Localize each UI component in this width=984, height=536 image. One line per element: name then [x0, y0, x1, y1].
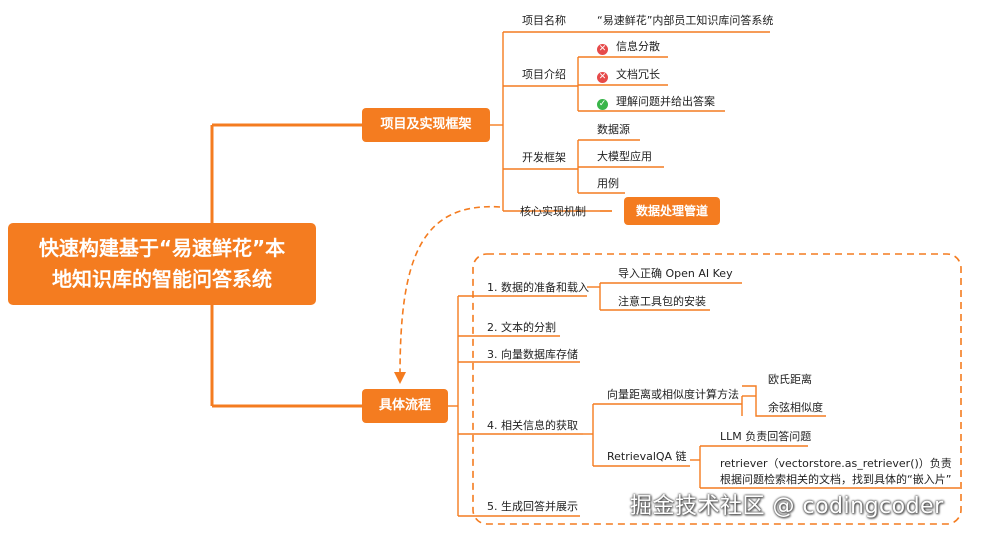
step4-similarity-method[interactable]: 向量距离或相似度计算方法	[607, 388, 739, 401]
item-dev-framework[interactable]: 开发框架	[522, 151, 566, 164]
root-title-line1: 快速构建基于“易速鲜花”本	[38, 236, 286, 260]
method-cosine[interactable]: 余弦相似度	[768, 401, 823, 414]
retrievalqa-retriever-line2[interactable]: 根据问题检索相关的文档，找到具体的“嵌入片”	[720, 473, 952, 486]
retrievalqa-retriever-line1[interactable]: retriever（vectorstore.as_retriever()）负责	[720, 457, 952, 470]
item-project-intro[interactable]: 项目介绍	[522, 68, 566, 81]
framework-llm-app[interactable]: 大模型应用	[597, 150, 652, 163]
check-icon: ✓	[597, 99, 608, 110]
branch-project-framework[interactable]: 项目及实现框架	[362, 108, 490, 142]
root-topic[interactable]: 快速构建基于“易速鲜花”本 地知识库的智能问答系统	[8, 223, 316, 305]
step-5[interactable]: 5. 生成回答并展示	[487, 500, 578, 513]
watermark: 掘金技术社区 @ codingcoder	[630, 494, 944, 519]
retrievalqa-llm[interactable]: LLM 负责回答问题	[720, 430, 812, 443]
item-core-mechanism[interactable]: 核心实现机制	[520, 205, 586, 218]
cross-icon: ✕	[597, 44, 608, 55]
step1-openai-key[interactable]: 导入正确 Open AI Key	[618, 267, 733, 280]
item-project-name[interactable]: 项目名称	[522, 14, 566, 27]
step-4[interactable]: 4. 相关信息的获取	[487, 419, 578, 432]
step-1[interactable]: 1. 数据的准备和载入	[487, 281, 589, 294]
step-2[interactable]: 2. 文本的分割	[487, 321, 556, 334]
intro-understand-answer[interactable]: ✓理解问题并给出答案	[597, 95, 715, 110]
framework-use-case[interactable]: 用例	[597, 177, 619, 190]
project-name-value[interactable]: “易速鲜花”内部员工知识库问答系统	[597, 14, 774, 27]
root-title-line2: 地知识库的智能问答系统	[51, 267, 272, 291]
intro-docs-lengthy[interactable]: ✕文档冗长	[597, 68, 660, 83]
method-euclidean[interactable]: 欧氏距离	[768, 373, 812, 386]
branch-process[interactable]: 具体流程	[362, 389, 448, 423]
intro-info-scattered[interactable]: ✕信息分散	[597, 40, 660, 55]
framework-data-source[interactable]: 数据源	[597, 123, 630, 136]
step1-install-packages[interactable]: 注意工具包的安装	[618, 295, 706, 308]
step4-retrievalqa-chain[interactable]: RetrievalQA 链	[607, 450, 687, 463]
step-3[interactable]: 3. 向量数据库存储	[487, 348, 578, 361]
cross-icon: ✕	[597, 72, 608, 83]
data-pipeline-box[interactable]: 数据处理管道	[624, 197, 720, 225]
